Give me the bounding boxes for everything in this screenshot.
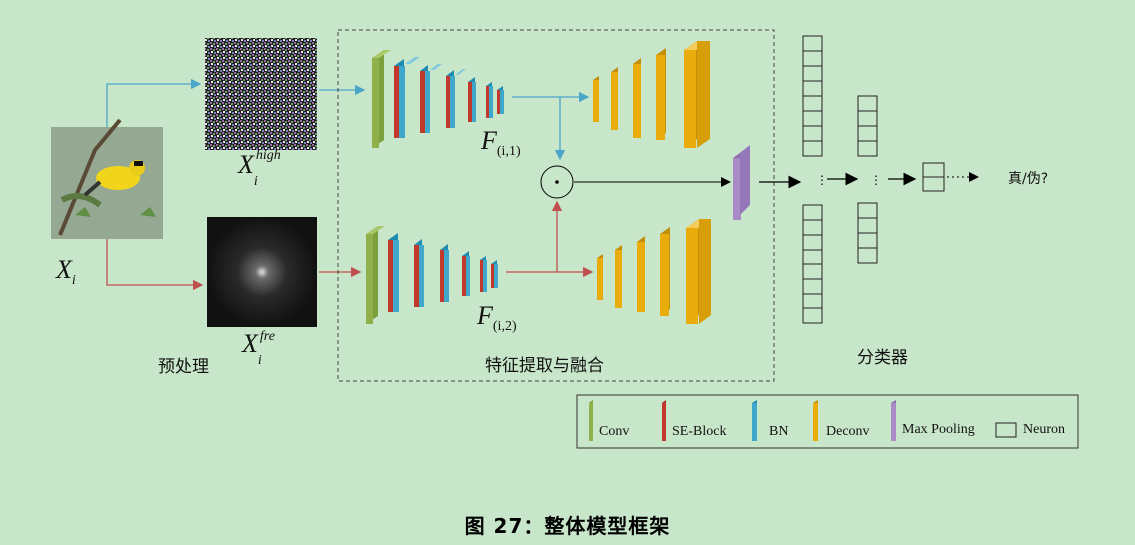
arrow-input-to-high xyxy=(106,78,202,127)
legend-max-pooling: Max Pooling xyxy=(902,422,975,437)
classifier-layer2-top xyxy=(857,95,878,157)
classifier-layer2-bottom xyxy=(857,202,878,264)
frequency-spectrum-image xyxy=(207,217,317,327)
figure-caption: 图 27：整体模型框架 xyxy=(464,514,671,538)
max-pooling-block xyxy=(733,145,750,220)
branch2-encoder xyxy=(366,226,498,324)
classifier-layer1-top xyxy=(802,35,823,157)
svg-text:⋮: ⋮ xyxy=(816,173,828,187)
legend-bn: BN xyxy=(769,424,789,439)
classifier-output-layer xyxy=(922,162,945,192)
legend-box xyxy=(576,394,1079,449)
feature-title: 特征提取与融合 xyxy=(485,356,604,376)
branch1-decoder xyxy=(593,41,710,148)
classifier-title: 分类器 xyxy=(857,348,908,368)
legend-neuron: Neuron xyxy=(1023,422,1065,437)
svg-text:⋮: ⋮ xyxy=(870,173,882,187)
legend-swatches xyxy=(589,400,1017,441)
fusion-dot-operator xyxy=(540,165,574,199)
feature-f1-label: F(i,1) xyxy=(481,126,521,160)
input-label: Xi xyxy=(56,255,76,289)
feature-f2-label: F(i,2) xyxy=(477,301,517,335)
preprocess-title: 预处理 xyxy=(158,357,209,377)
legend-se-block: SE-Block xyxy=(672,424,727,439)
high-frequency-image xyxy=(205,38,317,150)
input-image xyxy=(51,118,163,239)
legend-conv: Conv xyxy=(599,424,630,439)
arrow-input-to-fre xyxy=(106,239,204,291)
output-label: 真/伪? xyxy=(1008,171,1049,187)
branch2-decoder xyxy=(597,219,711,324)
branch1-encoder xyxy=(372,50,504,148)
classifier-layer1-bottom xyxy=(802,204,823,324)
legend-deconv: Deconv xyxy=(826,424,870,439)
feature-extraction-box xyxy=(337,29,775,382)
